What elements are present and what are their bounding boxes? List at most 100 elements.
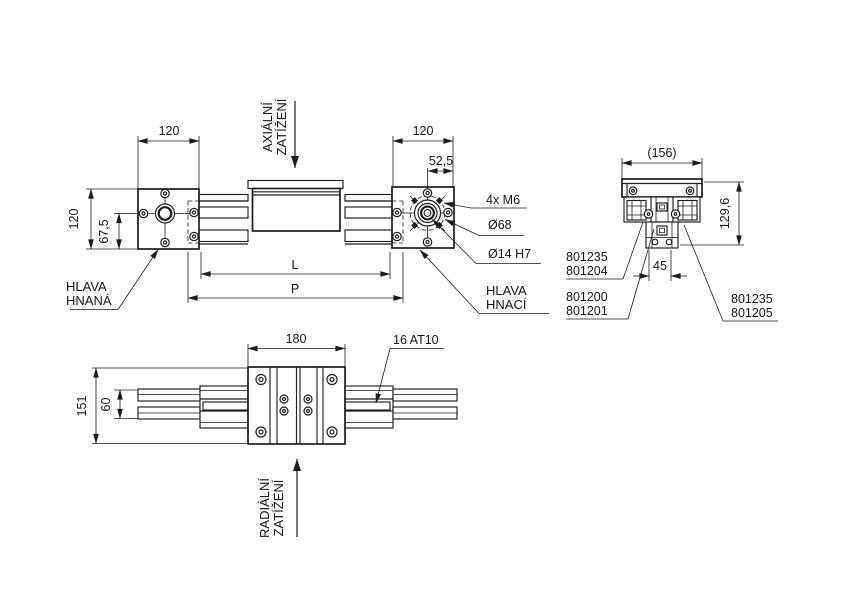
plate-screw <box>685 186 695 196</box>
side-view <box>621 178 703 249</box>
drive-shaft-bore <box>423 209 432 217</box>
head-screw <box>443 207 453 218</box>
radial-load-annotation: RADIÁLNÍ ZATÍŽENÍ <box>257 459 301 538</box>
rail-belt-left <box>199 385 249 429</box>
head-screw <box>422 188 433 198</box>
dim-head-height: 120 <box>67 209 81 230</box>
axial-load-label-2: ZATÍŽENÍ <box>274 98 289 155</box>
dim-side-height: 129,6 <box>718 198 732 229</box>
side-body <box>623 196 701 223</box>
part-number-text: 801200 <box>566 290 608 304</box>
part-number-text: 801235 <box>731 292 773 306</box>
side-part-numbers: 801235 801204 801200 801201 801235 80120… <box>566 221 778 322</box>
part-number-text: 801204 <box>566 264 608 278</box>
bore-callout: Ø14 H7 <box>432 219 541 264</box>
head-screw <box>422 237 433 247</box>
shaft-hole-inner <box>157 206 173 221</box>
front-view <box>114 168 455 250</box>
m6-screw-marker <box>435 197 443 205</box>
dim-carriage-length: 180 <box>286 332 307 346</box>
belt-callout: 16 AT10 <box>375 333 444 404</box>
driven-head-callout: HLAVA HNANÁ <box>66 249 159 310</box>
leader-line <box>444 219 480 236</box>
drive-head-label-1: HLAVA <box>486 283 527 298</box>
part-number-bottom-left: 801200 801201 <box>566 228 655 320</box>
dim-stroke-length: L <box>292 258 299 272</box>
dim-slot-width: 45 <box>653 259 667 273</box>
beam-profile <box>198 193 393 245</box>
guide-rod-upper-right <box>344 206 393 219</box>
leader-line <box>443 201 472 209</box>
guide-rod-upper-left <box>198 206 249 219</box>
hidden-beam-outline <box>187 200 199 244</box>
driven-head-label-2: HNANÁ <box>66 293 112 308</box>
part-number-right: 801235 801205 <box>683 224 778 322</box>
part-number-top-left: 801235 801204 <box>566 221 644 280</box>
dim-pulley-offset: 52,5 <box>429 154 453 168</box>
leader-line <box>117 249 159 310</box>
head-screw <box>138 208 149 219</box>
callout-screws-text: 4x M6 <box>486 193 520 207</box>
radial-load-label-2: ZATÍŽENÍ <box>271 479 286 536</box>
radial-load-label-1: RADIÁLNÍ <box>257 478 272 538</box>
callout-belt-text: 16 AT10 <box>393 333 439 347</box>
carriage-corner-screw <box>326 373 338 386</box>
dim-side-width: (156) <box>647 146 676 160</box>
side-roller <box>670 209 681 219</box>
carriage-center-screw <box>303 406 313 416</box>
carriage-cap <box>247 179 344 190</box>
guide-rod-lower-right <box>344 229 393 243</box>
carriage-bottom <box>247 366 346 445</box>
hidden-beam-outline <box>392 200 404 244</box>
part-number-text: 801205 <box>731 306 773 320</box>
leader-line <box>419 249 480 314</box>
side-dimensions: (156) 129,6 45 <box>621 146 744 281</box>
callout-bore-text: Ø14 H7 <box>488 247 531 261</box>
callout-bolt-circle-text: Ø68 <box>488 218 512 232</box>
drive-head-label-2: HNACÍ <box>486 297 527 312</box>
guide-rod-lower-left <box>198 229 249 243</box>
rail-belt-right <box>344 385 394 429</box>
rail-end-screw <box>392 231 402 242</box>
carriage-corner-screw <box>326 426 338 438</box>
carriage-center-screw <box>279 394 289 404</box>
rail-end-screw <box>392 207 402 218</box>
carriage-center-screw <box>303 394 313 404</box>
drive-head-callout: HLAVA HNACÍ <box>419 249 549 314</box>
side-column-details <box>646 222 678 248</box>
front-callouts: AXIÁLNÍ ZATÍŽENÍ HLAVA HNANÁ HLAVA HNACÍ… <box>66 98 549 314</box>
leader-line <box>627 228 655 320</box>
front-dimensions: 120 120 52,5 120 67,5 L P <box>67 124 454 303</box>
dim-center-height: 67,5 <box>97 219 111 243</box>
m6-screw-marker <box>411 221 419 229</box>
carriage-body <box>251 187 341 232</box>
leader-line <box>683 224 724 322</box>
rail-end-screw <box>189 207 199 218</box>
dim-rail-width: 60 <box>99 398 113 412</box>
dim-total-length: P <box>291 282 299 296</box>
drive-shaft-bearing <box>420 205 435 221</box>
belt-strip-right <box>344 193 393 202</box>
bottom-dimensions: 180 16 AT10 151 60 RADIÁLNÍ ZATÍŽENÍ <box>75 332 444 538</box>
carriage-center-screw <box>279 406 289 416</box>
dim-total-width: 151 <box>75 396 89 417</box>
carriage-corner-screw <box>255 373 267 386</box>
plate-screw <box>628 186 638 196</box>
part-number-text: 801201 <box>566 304 608 318</box>
m6-screw-marker <box>411 197 419 205</box>
carriage-front <box>247 179 344 232</box>
side-roller <box>643 209 654 219</box>
bolt-circle-callout: Ø68 <box>444 218 524 236</box>
part-number-text: 801235 <box>566 250 608 264</box>
drive-shaft-ring <box>417 202 438 224</box>
belt-strip-left <box>198 193 249 202</box>
head-screw <box>160 188 170 199</box>
axial-load-annotation: AXIÁLNÍ ZATÍŽENÍ <box>260 98 299 168</box>
leader-line <box>375 348 391 404</box>
carriage-corner-screw <box>255 426 267 438</box>
dim-head-width-right: 120 <box>413 124 434 138</box>
drive-head <box>391 168 455 249</box>
leader-line <box>432 219 477 264</box>
